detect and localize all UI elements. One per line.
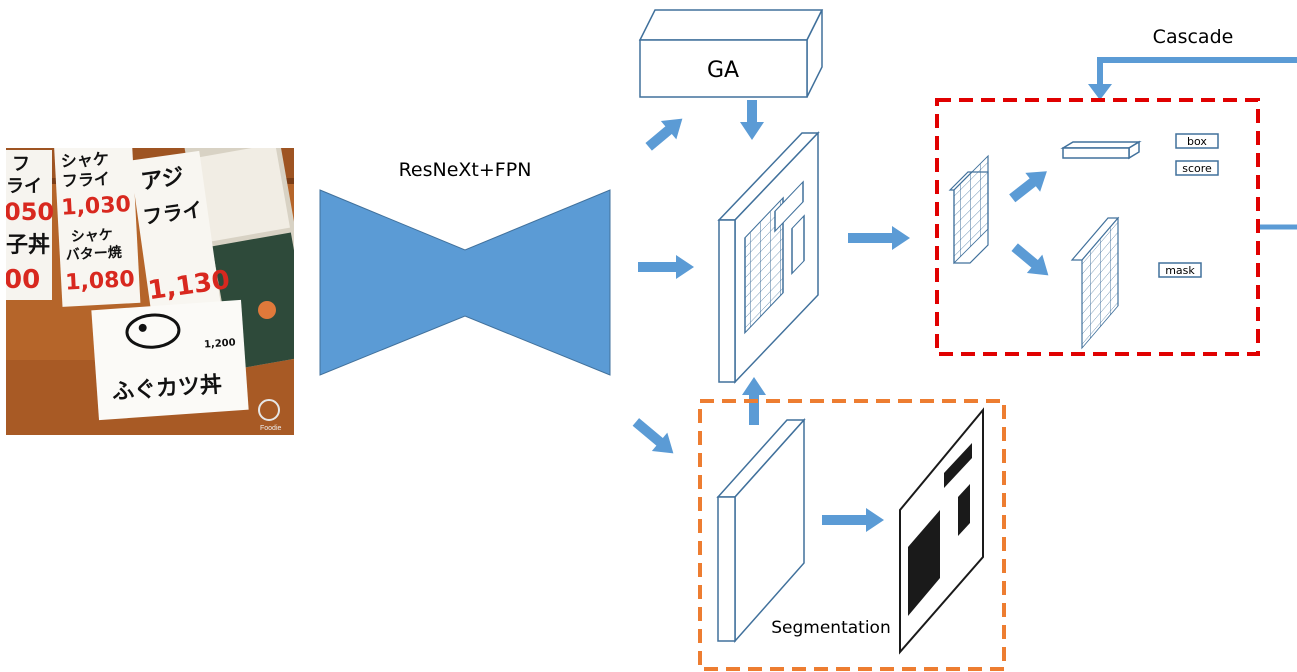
cascade-label: Cascade xyxy=(1153,26,1234,48)
roi-feature xyxy=(948,154,989,265)
sign-1-price: 050 xyxy=(4,198,54,226)
arrow-to-feature xyxy=(638,255,694,279)
sign-3: アジ フライ 1,130 xyxy=(129,150,232,315)
sign-1-price-2: 00 xyxy=(4,265,40,295)
cascade-arrow xyxy=(1097,57,1297,88)
sign-2-price: 1,030 xyxy=(61,192,132,221)
sign-2-line-5: バター焼 xyxy=(65,244,122,264)
arrow-feature-to-head xyxy=(848,226,910,250)
sign-2-line-1: シャケ xyxy=(60,149,109,170)
sign-1-line-4: 子丼 xyxy=(6,233,50,258)
ga-box xyxy=(638,9,824,98)
box-label: box xyxy=(1187,135,1207,148)
sign-4: 1,200 ふぐカツ丼 xyxy=(91,299,249,421)
sign-2: シャケ フライ 1,030 シャケ バター焼 1,080 xyxy=(54,148,141,307)
ga-label: GA xyxy=(707,58,739,83)
watermark: Foodie xyxy=(260,425,282,432)
sign-1-line-1: フ xyxy=(12,154,30,175)
sign-1: フ ライ 050 子丼 00 xyxy=(4,150,54,300)
arrow-seg-to-mask xyxy=(822,508,884,532)
sign-2-line-4: シャケ xyxy=(70,227,113,245)
input-image: フ ライ 050 子丼 00 シャケ フライ 1,030 シャケ バター焼 1,… xyxy=(4,148,294,435)
sign-1-line-2: ライ xyxy=(6,176,42,197)
detection-head-region xyxy=(935,98,1260,356)
feature-map xyxy=(717,131,820,384)
sign-2-price-2: 1,080 xyxy=(65,267,136,296)
mask-label: mask xyxy=(1165,264,1195,277)
segmentation-feature xyxy=(716,418,806,643)
sign-4-price: 1,200 xyxy=(204,337,236,350)
sign-2-line-2: フライ xyxy=(61,169,110,190)
backbone-shape xyxy=(319,189,611,376)
mask-feature xyxy=(1070,216,1120,350)
segmentation-label: Segmentation xyxy=(771,618,890,638)
arrow-to-mask-head xyxy=(1011,243,1049,276)
score-label: score xyxy=(1182,162,1212,175)
segmentation-mask xyxy=(899,407,984,655)
sign-3-line-1: アジ xyxy=(139,164,185,195)
arrow-to-segmentation xyxy=(632,418,674,454)
box-score-bar xyxy=(1060,140,1142,160)
arrow-ga-to-feature xyxy=(740,100,764,140)
arrow-to-box xyxy=(1009,171,1047,203)
backbone-label: ResNeXt+FPN xyxy=(399,159,532,181)
arrow-to-ga xyxy=(645,118,683,151)
